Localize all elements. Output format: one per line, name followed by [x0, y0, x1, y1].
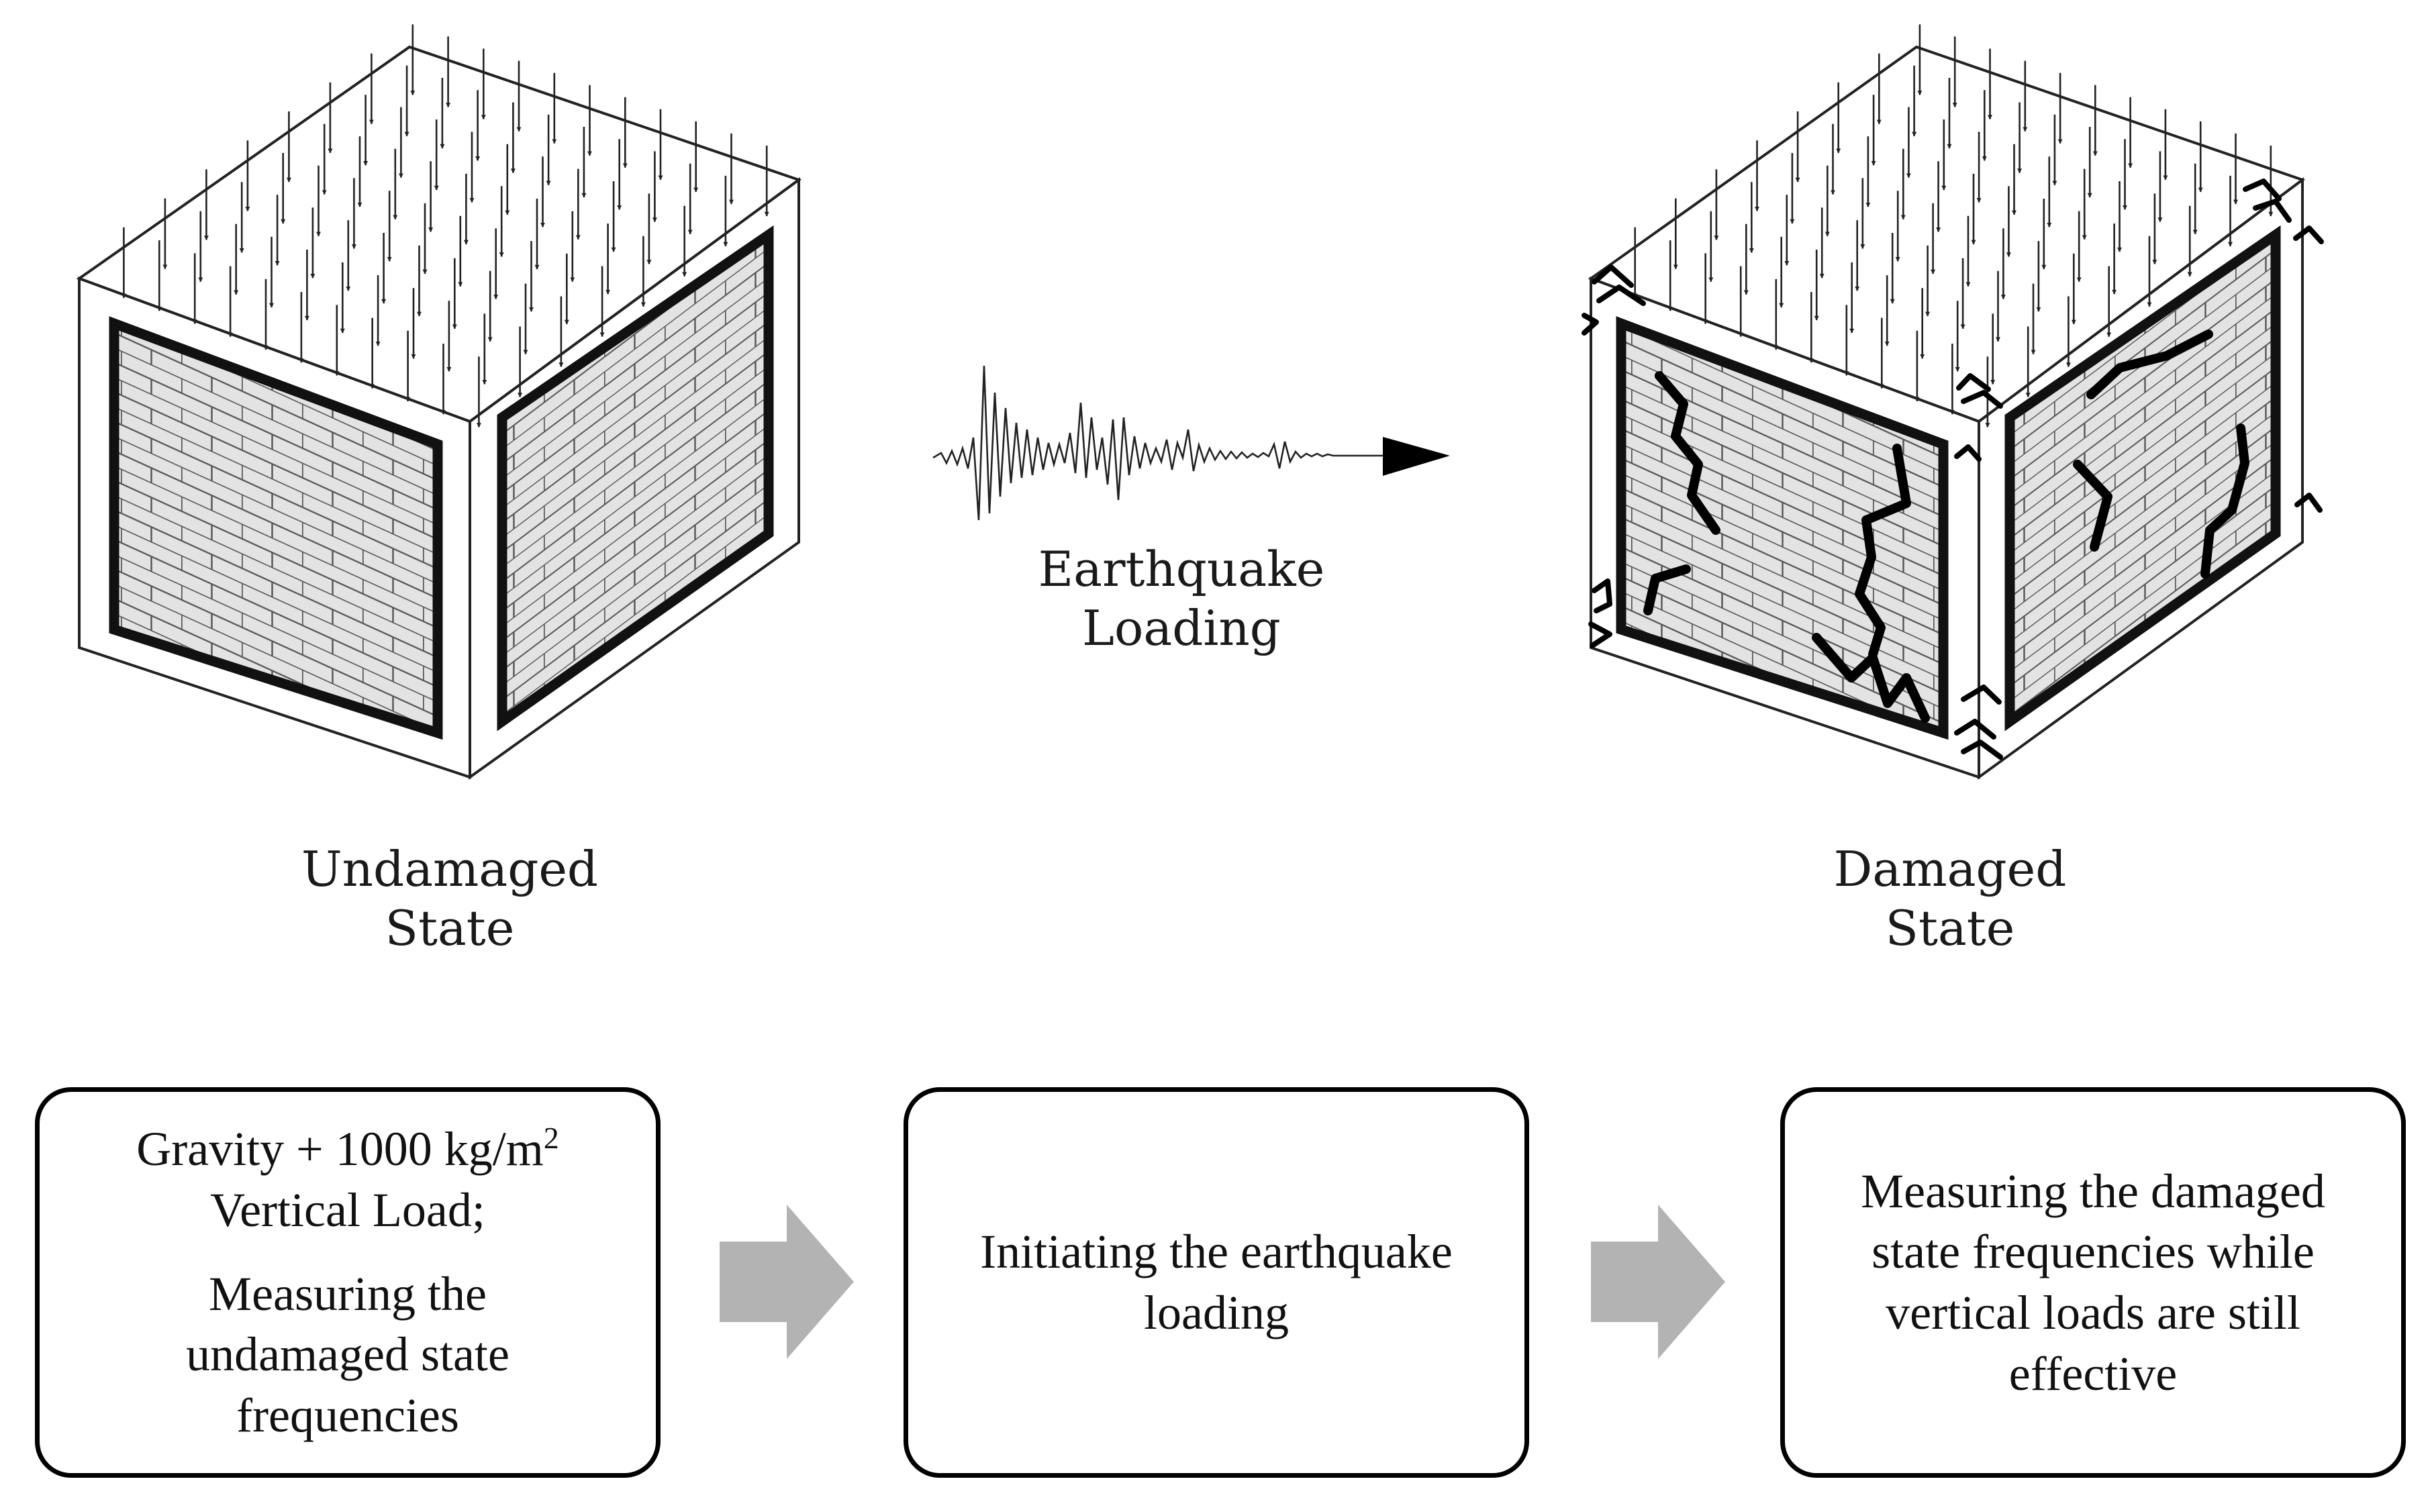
step-2-line-2: loading — [1144, 1286, 1289, 1340]
damaged-building-model — [1582, 24, 2324, 780]
step-1-line-1: Gravity + 1000 kg/m2 — [136, 1121, 559, 1176]
loading-illustration — [76, 24, 2324, 780]
damaged-side-wall — [2004, 225, 2281, 732]
undamaged-building-model — [76, 24, 802, 780]
wall-cracks — [1643, 330, 2249, 723]
earthquake-loading-signal — [932, 365, 1450, 521]
flow-arrow-1 — [720, 1205, 854, 1359]
damaged-vertical-load-arrows — [1633, 24, 2274, 428]
undamaged-side-wall — [497, 225, 774, 732]
step-2-box: Initiating the earthquake loading — [904, 1087, 1529, 1478]
damaged-front-wall — [1616, 316, 1949, 740]
step-1-box: Gravity + 1000 kg/m2 Vertical Load; Meas… — [35, 1087, 661, 1478]
undamaged-vertical-load-arrows — [121, 24, 769, 428]
step-3-line-4: effective — [2008, 1346, 2178, 1401]
step-1-line-3: Measuring the — [209, 1266, 487, 1321]
step-3-box: Measuring the damaged state frequencies … — [1780, 1087, 2406, 1478]
earthquake-arrowhead — [1383, 437, 1450, 476]
step-3-line-1: Measuring the damaged — [1861, 1164, 2325, 1218]
undamaged-state-label: Undamaged State — [301, 841, 599, 956]
step-1-line-2: Vertical Load; — [210, 1182, 485, 1237]
seismogram-trace — [932, 365, 1383, 521]
step-3-line-3: vertical loads are still — [1886, 1286, 2300, 1340]
step-1-line-4: undamaged state — [186, 1327, 509, 1382]
frame-joint-cracks — [1582, 179, 2324, 760]
step-1-line-5: frequencies — [236, 1389, 459, 1443]
earthquake-loading-label: Earthquake Loading — [1038, 541, 1325, 656]
step-2-line-1: Initiating the earthquake — [980, 1225, 1453, 1279]
flow-arrow-2 — [1591, 1205, 1725, 1359]
step-3-line-2: state frequencies while — [1872, 1225, 2315, 1279]
undamaged-front-wall — [109, 316, 443, 740]
damaged-state-label: Damaged State — [1833, 841, 2067, 956]
